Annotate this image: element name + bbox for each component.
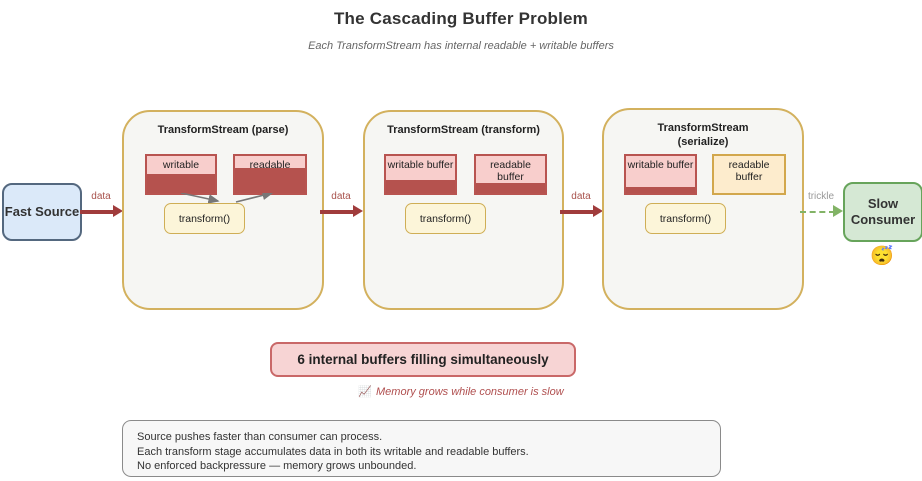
fast-source-label: Fast Source	[4, 203, 80, 219]
flow-label: data	[571, 191, 591, 202]
stage-title: TransformStream (transform)	[387, 124, 540, 136]
fast-source-node: Fast Source	[2, 183, 82, 241]
trickle-arrow-icon	[800, 205, 843, 218]
buffer-fill-level	[235, 167, 305, 193]
flow-serialize-to-consumer: trickle	[800, 191, 843, 218]
readable-buffer: readable buffer	[712, 154, 786, 195]
note-line-1: Source pushes faster than consumer can p…	[137, 431, 383, 443]
writable-buffer-label: writable buffer	[387, 159, 454, 171]
note-line-3: No enforced backpressure — memory grows …	[137, 460, 417, 472]
warning-banner: 6 internal buffers filling simultaneousl…	[270, 342, 576, 377]
readable-buffer-label: readable buffer	[490, 159, 531, 184]
stage-parse: TransformStream (parse) writable readabl…	[122, 110, 324, 310]
page-subtitle: Each TransformStream has internal readab…	[308, 40, 614, 52]
data-arrow-icon	[80, 205, 123, 218]
transform-function: transform()	[164, 203, 245, 234]
transform-function: transform()	[405, 203, 486, 234]
writable-buffer: writable	[145, 154, 217, 195]
note-line-2: Each transform stage accumulates data in…	[137, 445, 529, 458]
flow-label: trickle	[807, 191, 835, 202]
slow-consumer-label: Slow Consumer	[850, 195, 916, 227]
transform-function: transform()	[645, 203, 726, 234]
readable-buffer: readable	[233, 154, 307, 195]
flow-source-to-parse: data	[80, 191, 123, 218]
writable-buffer: writable buffer	[384, 154, 457, 195]
slow-consumer-node: Slow Consumer	[843, 182, 922, 242]
buffer-fill-level	[626, 186, 695, 193]
buffer-fill-level	[147, 173, 215, 193]
flow-label: data	[91, 191, 111, 202]
memory-note-text: Memory grows while consumer is slow	[376, 386, 564, 398]
page-title: The Cascading Buffer Problem	[333, 9, 589, 28]
data-arrow-icon	[560, 205, 603, 218]
readable-buffer: readable buffer	[474, 154, 547, 195]
chart-increasing-icon: 📈	[358, 386, 373, 398]
writable-buffer-label: writable	[162, 159, 200, 171]
explanation-note: Source pushes faster than consumer can p…	[122, 420, 721, 477]
memory-note: 📈Memory grows while consumer is slow	[0, 385, 922, 398]
stage-title: TransformStream (parse)	[157, 124, 289, 136]
sleeping-face-icon: 😴	[870, 246, 894, 267]
writable-buffer: writable buffer	[624, 154, 697, 195]
flow-parse-to-transform: data	[320, 191, 363, 218]
writable-buffer-label: writable buffer	[627, 159, 694, 171]
buffer-fill-level	[476, 183, 545, 193]
data-arrow-icon	[320, 205, 363, 218]
stage-title: TransformStream (serialize)	[657, 122, 749, 148]
readable-buffer-label: readable buffer	[728, 159, 770, 184]
flow-transform-to-serialize: data	[560, 191, 603, 218]
flow-label: data	[331, 191, 351, 202]
stage-serialize: TransformStream (serialize) writable buf…	[602, 108, 804, 310]
stage-transform: TransformStream (transform) writable buf…	[363, 110, 564, 310]
buffer-fill-level	[386, 179, 455, 193]
warning-banner-text: 6 internal buffers filling simultaneousl…	[297, 352, 549, 367]
